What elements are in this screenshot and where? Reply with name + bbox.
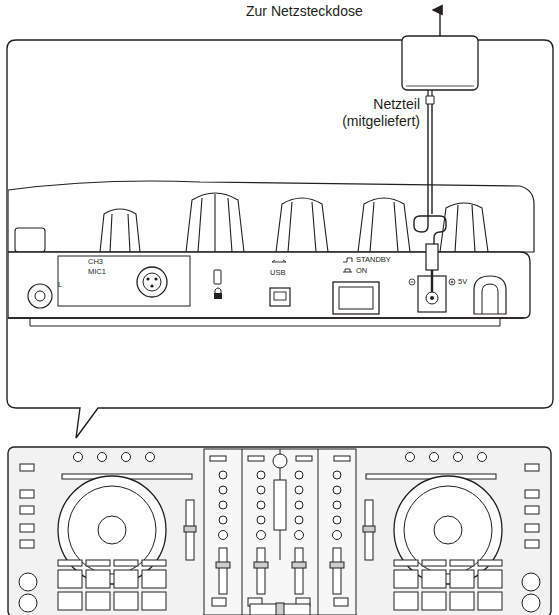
port-label: USB: [270, 268, 285, 277]
switch-label: STANDBY: [356, 255, 391, 264]
voltage-label: 5V: [458, 277, 467, 286]
channel-label: CH3: [88, 257, 103, 266]
part-name: Netzteil (mitgeliefert): [300, 96, 422, 130]
jack-label: L: [58, 280, 62, 289]
jack-label: MIC1: [88, 267, 106, 276]
switch-label: ON: [356, 266, 367, 275]
destination-label: Zur Netzsteckdose: [244, 3, 365, 20]
